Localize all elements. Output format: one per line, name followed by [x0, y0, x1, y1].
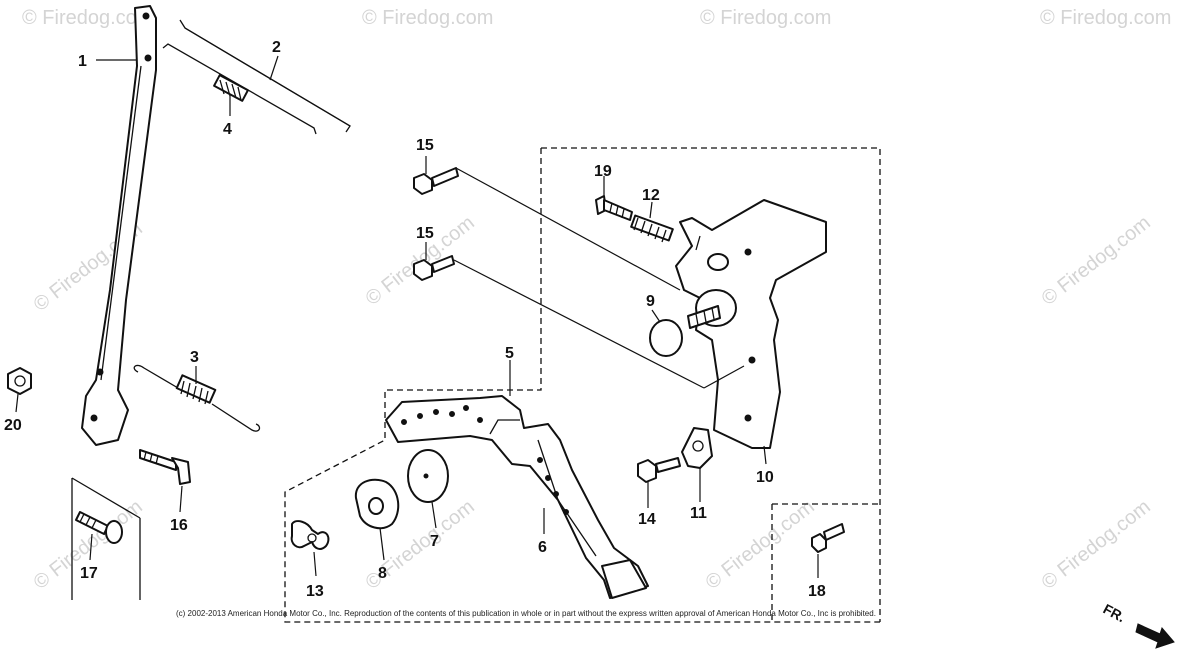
watermark: © Firedog.com — [1038, 496, 1155, 594]
callout-19: 19 — [594, 163, 612, 180]
callout-12: 12 — [642, 187, 660, 204]
part-spring-tension[interactable] — [133, 364, 261, 432]
watermark: © Firedog.com — [362, 7, 493, 29]
callout-labels: 1 2 3 4 5 6 7 8 9 10 11 12 13 14 15 15 1… — [4, 39, 826, 600]
part-bolt-17[interactable] — [75, 511, 123, 544]
callout-15-lower: 15 — [416, 225, 434, 242]
part-washer-9[interactable] — [649, 305, 721, 357]
part-t-bolt[interactable] — [139, 449, 191, 485]
callout-18: 18 — [808, 583, 826, 600]
callout-20: 20 — [4, 417, 22, 434]
watermark: © Firedog.com — [700, 7, 831, 29]
direction-indicator: FR. — [1101, 601, 1175, 649]
part-nut[interactable] — [7, 367, 32, 395]
callout-7: 7 — [430, 533, 439, 550]
direction-arrow-icon — [1135, 623, 1175, 649]
callout-5: 5 — [505, 345, 514, 362]
part-bolt-15-upper[interactable] — [413, 167, 459, 195]
callout-9: 9 — [646, 293, 655, 310]
callout-14: 14 — [638, 511, 656, 528]
part-spring-12[interactable] — [630, 214, 674, 243]
watermark: © Firedog.com — [1038, 212, 1155, 310]
callout-15-upper: 15 — [416, 137, 434, 154]
part-main-bracket[interactable] — [385, 395, 649, 599]
part-bolt-15-lower[interactable] — [413, 255, 455, 281]
callout-6: 6 — [538, 539, 547, 556]
callout-8: 8 — [378, 565, 387, 582]
callout-1: 1 — [78, 53, 87, 70]
part-wing-nut[interactable] — [290, 520, 330, 550]
copyright-notice: (c) 2002-2013 American Honda Motor Co., … — [176, 609, 876, 618]
leader-lines — [15, 55, 819, 578]
watermark: © Firedog.com — [22, 7, 153, 29]
callout-2: 2 — [272, 39, 281, 56]
assembly-outline — [284, 147, 881, 623]
part-disc-7[interactable] — [407, 449, 449, 503]
part-handle-arm[interactable] — [81, 5, 157, 446]
part-bolt-19[interactable] — [595, 195, 633, 221]
callout-17: 17 — [80, 565, 98, 582]
direction-label: FR. — [1101, 601, 1128, 626]
callout-13: 13 — [306, 583, 324, 600]
callout-10: 10 — [756, 469, 774, 486]
callout-16: 16 — [170, 517, 188, 534]
callout-11: 11 — [690, 505, 707, 522]
part-spring-small[interactable] — [213, 74, 249, 102]
watermark: © Firedog.com — [702, 496, 819, 594]
callout-3: 3 — [190, 349, 199, 366]
part-bolt-14[interactable] — [637, 457, 681, 483]
watermark: © Firedog.com — [1040, 7, 1171, 29]
part-cam-8[interactable] — [354, 478, 400, 530]
callout-4: 4 — [223, 121, 232, 138]
part-clip-11[interactable] — [681, 427, 713, 469]
watermark-layer: © Firedog.com © Firedog.com © Firedog.co… — [22, 7, 1171, 594]
part-rod[interactable] — [162, 19, 351, 135]
part-bolt-18[interactable] — [811, 523, 845, 553]
separator-lines — [71, 477, 141, 600]
